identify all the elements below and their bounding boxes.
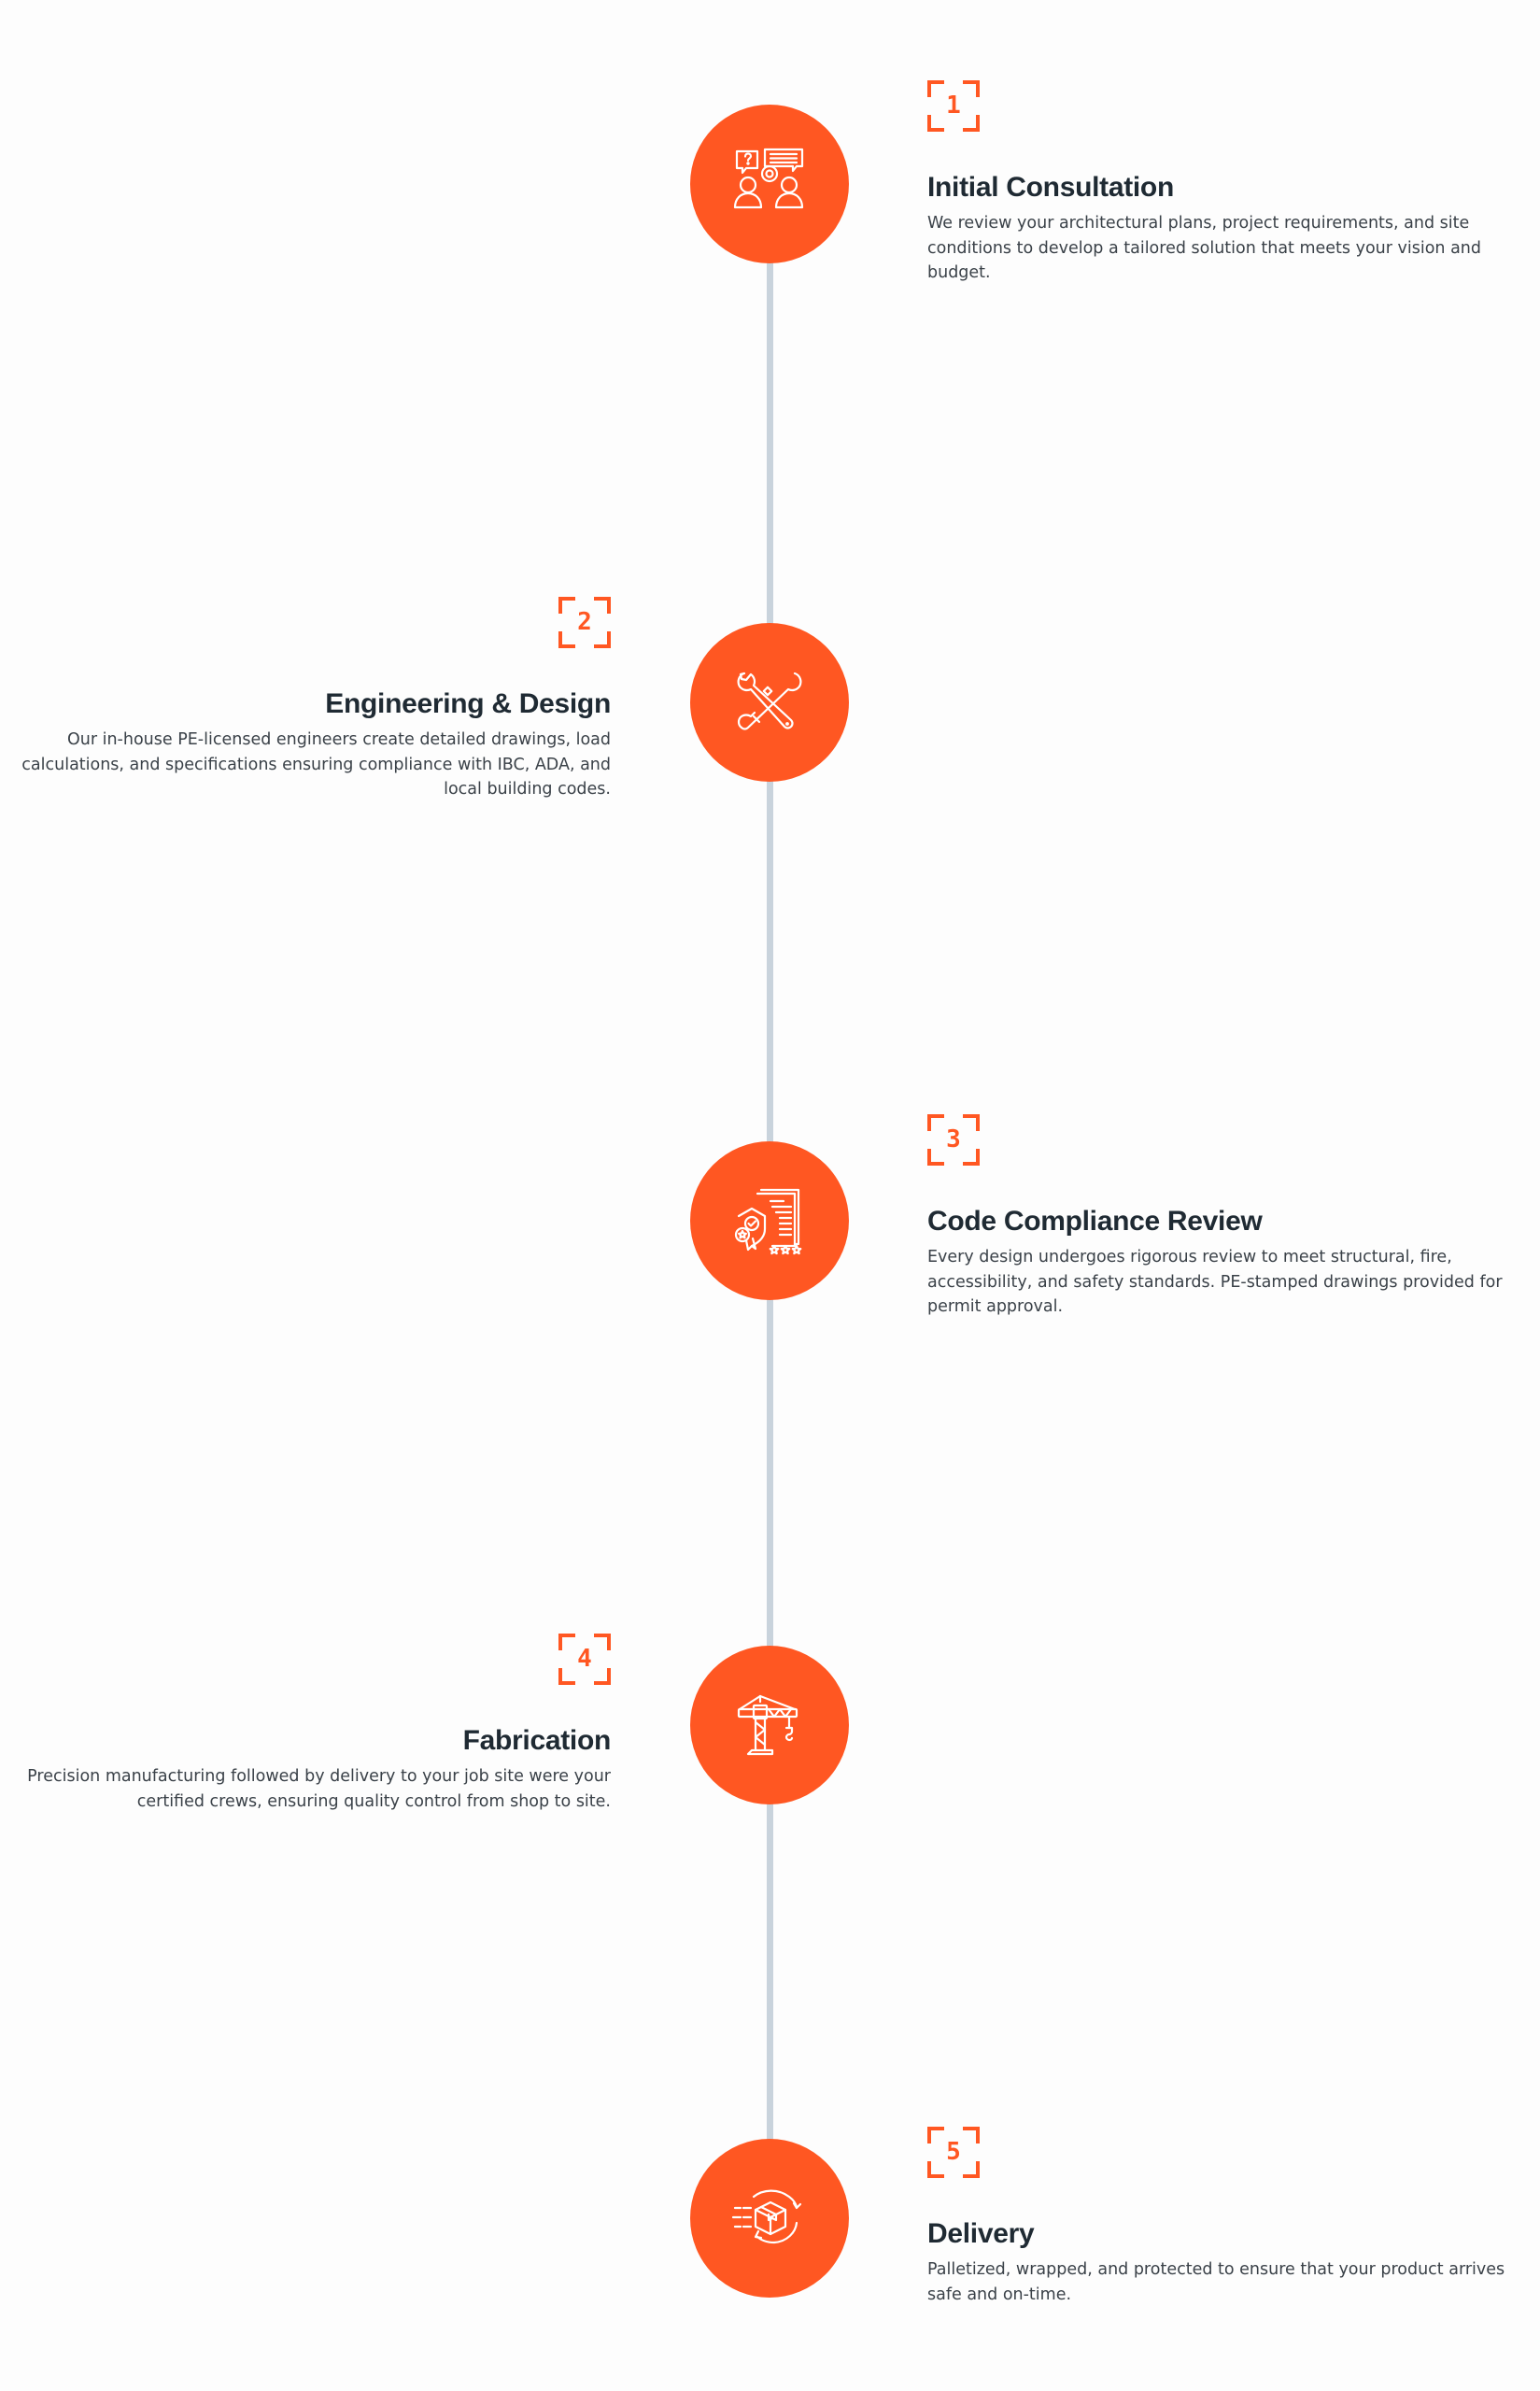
step-number: 1	[946, 92, 961, 120]
crane-icon	[737, 1694, 798, 1756]
step-4: 4 Fabrication Precision manufacturing fo…	[0, 1634, 611, 1814]
step-number: 3	[946, 1125, 961, 1153]
step-4-node	[667, 1622, 872, 1828]
step-description: We review your architectural plans, proj…	[927, 214, 1481, 282]
step-2-node	[667, 600, 872, 805]
step-description: Every design undergoes rigorous review t…	[927, 1248, 1503, 1316]
step-2: 2 Engineering & Design Our in-house PE-l…	[0, 597, 611, 802]
step-2-circle	[690, 623, 849, 782]
step-title: Engineering & Design	[325, 688, 611, 719]
step-title: Delivery	[927, 2218, 1035, 2249]
step-5-number-badge: 5	[927, 2127, 980, 2178]
step-5-node	[667, 2115, 872, 2321]
step-title: Initial Consultation	[927, 172, 1174, 203]
step-title: Code Compliance Review	[927, 1206, 1263, 1237]
step-3-node	[667, 1118, 872, 1323]
step-2-number-badge: 2	[558, 597, 611, 648]
step-5-circle	[690, 2139, 849, 2298]
step-5: 5 Delivery Palletized, wrapped, and prot…	[927, 2127, 1540, 2307]
step-1-node	[667, 81, 872, 287]
step-4-circle	[690, 1646, 849, 1804]
step-number: 5	[946, 2138, 961, 2166]
step-number: 2	[577, 608, 592, 636]
step-3-circle	[690, 1141, 849, 1300]
step-number: 4	[577, 1645, 592, 1673]
step-description: Precision manufacturing followed by deli…	[27, 1767, 611, 1811]
step-3: 3 Code Compliance Review Every design un…	[927, 1114, 1540, 1320]
certified-document-icon	[734, 1188, 802, 1255]
step-3-number-badge: 3	[927, 1114, 980, 1166]
step-1-number-badge: 1	[927, 80, 980, 132]
step-description: Our in-house PE-licensed engineers creat…	[21, 730, 611, 799]
step-title: Fabrication	[462, 1725, 612, 1756]
delivery-box-icon	[731, 2189, 802, 2244]
step-4-number-badge: 4	[558, 1634, 611, 1685]
step-1-circle	[690, 105, 849, 263]
step-description: Palletized, wrapped, and protected to en…	[927, 2260, 1505, 2304]
consultation-icon	[733, 148, 804, 209]
tools-icon	[737, 672, 802, 730]
step-1: 1 Initial Consultation We review your ar…	[927, 80, 1540, 286]
